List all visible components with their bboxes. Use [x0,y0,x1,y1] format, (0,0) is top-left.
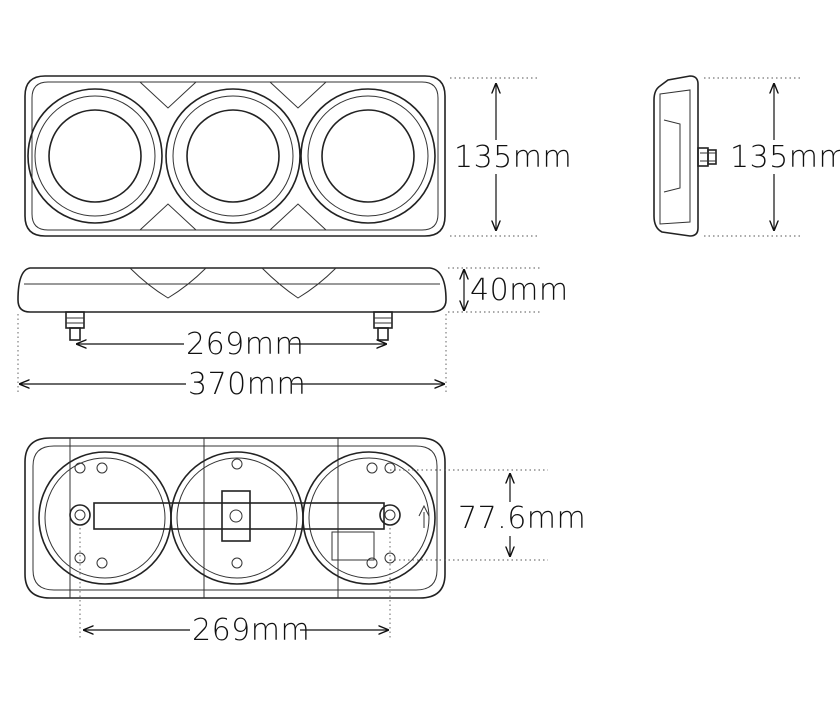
up-arrow-icon [418,504,430,528]
rear-housing-center [170,451,304,585]
mount-height-label: 77.6mm [458,501,586,536]
front-view: 135mm [24,75,572,237]
depth-label: 40mm [470,273,569,308]
top-view: 40mm 269mm 370mm [17,267,569,402]
rear-view: 77.6mm 269mm [24,437,586,648]
lens-left [27,88,163,224]
overall-width-label: 370mm [188,367,306,402]
rear-housing-right [302,451,436,585]
side-view: 135mm [653,75,840,237]
lens-right [300,88,436,224]
side-height-label: 135mm [730,140,840,175]
lens-center [165,88,301,224]
front-height-label: 135mm [454,140,572,175]
stud-left [65,311,85,341]
stud-spacing-rear-label: 269mm [192,613,310,648]
stud-spacing-top-label: 269mm [186,327,304,362]
stud-right [373,311,393,341]
